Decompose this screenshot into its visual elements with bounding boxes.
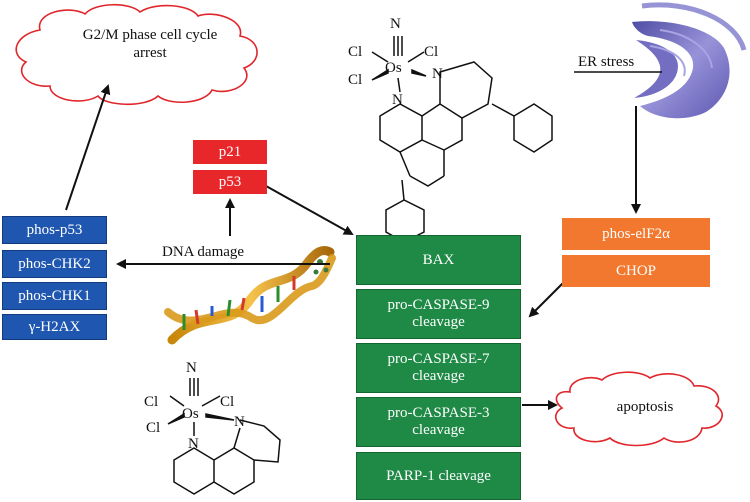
parp-1-box: PARP-1 cleavage (356, 452, 521, 500)
cell-cycle-arrest-text: G2/M phase cell cycle arrest (82, 27, 218, 61)
complex-bottom: N Cl Cl Cl Os N N (144, 360, 281, 495)
chem-bottom-os: Os (182, 406, 199, 422)
gamma-h2ax-box: γ-H2AX (2, 314, 107, 340)
chem-bottom-cl2: Cl (220, 394, 234, 410)
pro-caspase-9-box: pro-CASPASE-9 cleavage (356, 289, 521, 339)
chem-bottom-n2: N (188, 436, 199, 452)
chem-top-cl3: Cl (348, 72, 362, 88)
bax-box: BAX (356, 235, 521, 285)
apoptosis-text: apoptosis (616, 399, 674, 415)
chem-bottom-cl3: Cl (146, 420, 160, 436)
complex-top: N Cl Cl Cl Os N N (348, 16, 553, 243)
cell-cycle-cloud (15, 3, 258, 106)
p21-box: p21 (193, 140, 267, 164)
arrow-chk-to-cell-cycle (65, 84, 111, 211)
chem-top-n1: N (432, 66, 443, 82)
chem-bottom-n-top: N (186, 360, 197, 376)
chem-top-cl1: Cl (348, 44, 362, 60)
er-stress-label: ER stress (578, 54, 635, 71)
arrow-p53-to-bax (265, 185, 354, 235)
chem-bottom-n1: N (234, 414, 245, 430)
chem-top-cl2: Cl (424, 44, 438, 60)
apoptosis-cloud (554, 371, 723, 447)
phos-p53-box: phos-p53 (2, 216, 107, 244)
chem-top-n-label: N (390, 16, 401, 32)
chem-top-os: Os (385, 60, 402, 76)
pro-caspase-3-box: pro-CASPASE-3 cleavage (356, 397, 521, 447)
chem-top-n2: N (392, 92, 403, 108)
phos-chk1-box: phos-CHK1 (2, 282, 107, 310)
er-organelle (632, 2, 747, 119)
chop-box: CHOP (562, 255, 710, 287)
phos-eif2a-box: phos-elF2α (562, 218, 710, 250)
dna-damage-label: DNA damage (158, 244, 249, 261)
dna-helix (164, 245, 336, 345)
phos-chk2-box: phos-CHK2 (2, 250, 107, 278)
chem-bottom-cl1: Cl (144, 394, 158, 410)
pro-caspase-7-box: pro-CASPASE-7 cleavage (356, 343, 521, 393)
p53-box: p53 (193, 170, 267, 194)
